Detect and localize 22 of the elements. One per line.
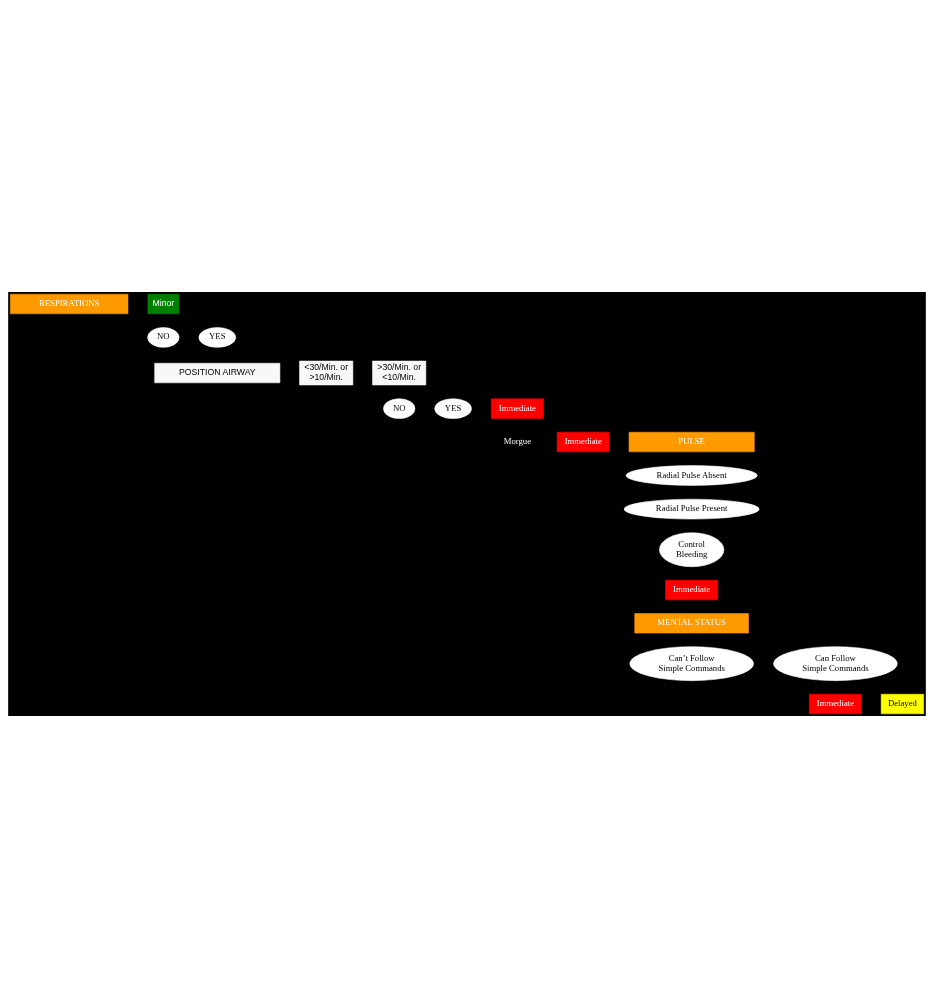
node-text: Morgue	[503, 435, 532, 446]
node-box: PULSE	[628, 431, 755, 452]
node-box: Minor	[147, 293, 180, 314]
node-box: >30/Min. or <10/Min.	[372, 360, 427, 385]
node-ellipse: YES	[434, 397, 472, 419]
node-box: <30/Min. or >10/Min.	[299, 360, 354, 385]
node-ellipse: Radial Pulse Absent	[625, 464, 758, 486]
node-ellipse: NO	[147, 326, 180, 348]
node-box: Immediate	[490, 398, 544, 419]
node-ellipse: Can Follow Simple Commands	[773, 645, 898, 681]
node-ellipse: NO	[383, 397, 416, 419]
node-box: RESPIRATIONS	[10, 293, 129, 314]
node-ellipse: Control Bleeding	[659, 531, 725, 567]
node-box: MENTAL STATUS	[634, 612, 749, 633]
node-box: Immediate	[556, 431, 610, 452]
node-box: Delayed	[880, 693, 924, 714]
node-box: Immediate	[809, 693, 862, 714]
node-ellipse: YES	[198, 326, 236, 348]
node-ellipse: Radial Pulse Present	[623, 498, 760, 519]
node-box: Immediate	[665, 579, 719, 600]
node-ellipse: Can’t Follow Simple Commands	[629, 645, 754, 681]
node-box: POSITION AIRWAY	[154, 362, 281, 383]
